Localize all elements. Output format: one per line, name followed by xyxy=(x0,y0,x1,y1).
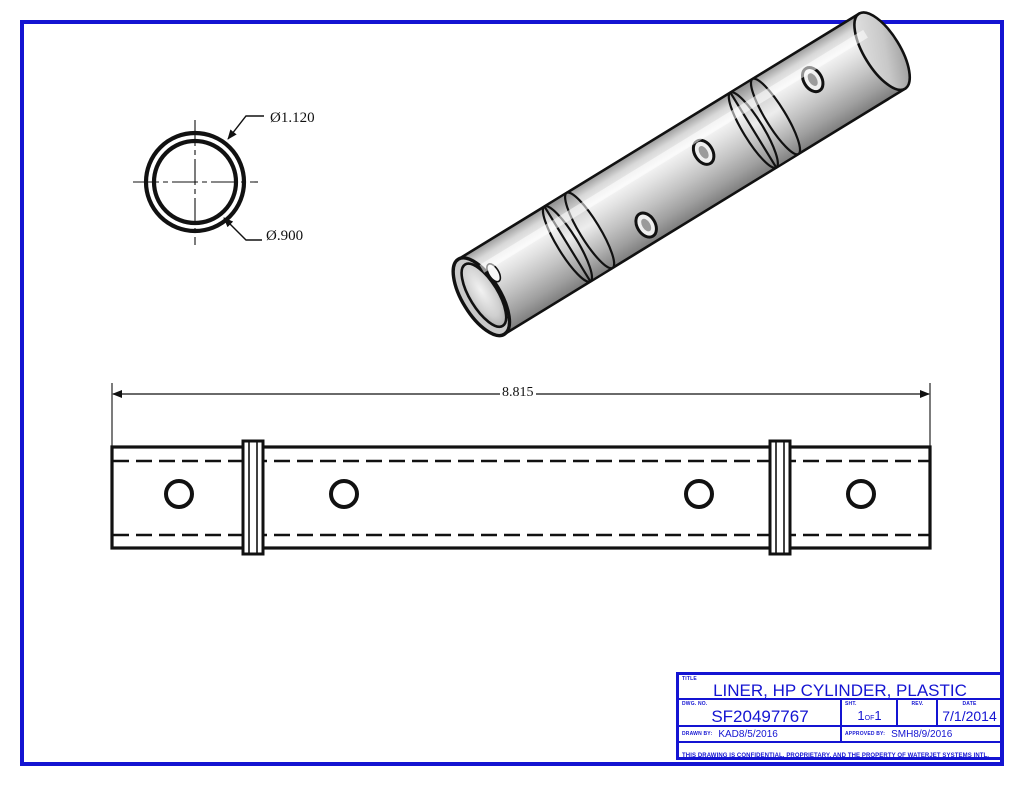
approved-by-date: 8/9/2016 xyxy=(913,728,953,740)
drawn-by-date: 8/5/2016 xyxy=(738,728,778,740)
title-block: TITLE LINER, HP CYLINDER, PLASTIC DWG. N… xyxy=(676,672,1003,760)
overall-length-dimension-text: 8.815 xyxy=(500,385,536,401)
sheet-field-label: SHT. xyxy=(845,701,857,707)
dwg-no-value: SF20497767 xyxy=(711,707,809,726)
title-block-dwg-row: DWG. NO. SF20497767 SHT. 1OF1 REV. DATE … xyxy=(679,700,1000,727)
approved-by-field-label: APPROVED BY: xyxy=(845,731,886,737)
sheet-cell: SHT. 1OF1 xyxy=(842,700,898,725)
sheet-number: 1 xyxy=(857,708,865,723)
approved-by-initials: SMH xyxy=(891,728,914,740)
inner-diameter-dimension-text: Ø.900 xyxy=(264,228,306,245)
date-value: 7/1/2014 xyxy=(942,708,997,724)
drawn-by-cell: DRAWN BY: KAD 8/5/2016 xyxy=(679,727,842,741)
date-cell: DATE 7/1/2014 xyxy=(938,700,1000,725)
revision-cell: REV. xyxy=(898,700,938,725)
outer-diameter-dimension-text: Ø1.120 xyxy=(268,110,317,127)
confidential-note-text: THIS DRAWING IS CONFIDENTIAL, PROPRIETAR… xyxy=(682,753,990,759)
revision-field-label: REV. xyxy=(911,701,924,707)
drawn-by-initials: KAD xyxy=(718,728,739,740)
drawn-by-field-label: DRAWN BY: xyxy=(682,731,713,737)
title-block-note-row: THIS DRAWING IS CONFIDENTIAL, PROPRIETAR… xyxy=(679,743,1000,759)
drawing-title-value: LINER, HP CYLINDER, PLASTIC xyxy=(713,681,967,700)
approved-by-cell: APPROVED BY: SMH 8/9/2016 xyxy=(842,727,1000,741)
title-block-title-row: TITLE LINER, HP CYLINDER, PLASTIC xyxy=(679,675,1000,700)
title-cell: TITLE LINER, HP CYLINDER, PLASTIC xyxy=(679,675,1000,700)
sheet-value: 1OF1 xyxy=(845,707,894,726)
confidential-note-cell: THIS DRAWING IS CONFIDENTIAL, PROPRIETAR… xyxy=(679,743,1000,759)
dwg-no-field-label: DWG. NO. xyxy=(682,701,708,707)
date-field-label: DATE xyxy=(962,701,977,707)
title-block-signature-row: DRAWN BY: KAD 8/5/2016 APPROVED BY: SMH … xyxy=(679,727,1000,743)
dwg-no-cell: DWG. NO. SF20497767 xyxy=(679,700,842,725)
title-field-label: TITLE xyxy=(682,676,697,682)
sheet-total: 1 xyxy=(874,708,882,723)
sheet-of-word: OF xyxy=(864,715,875,722)
